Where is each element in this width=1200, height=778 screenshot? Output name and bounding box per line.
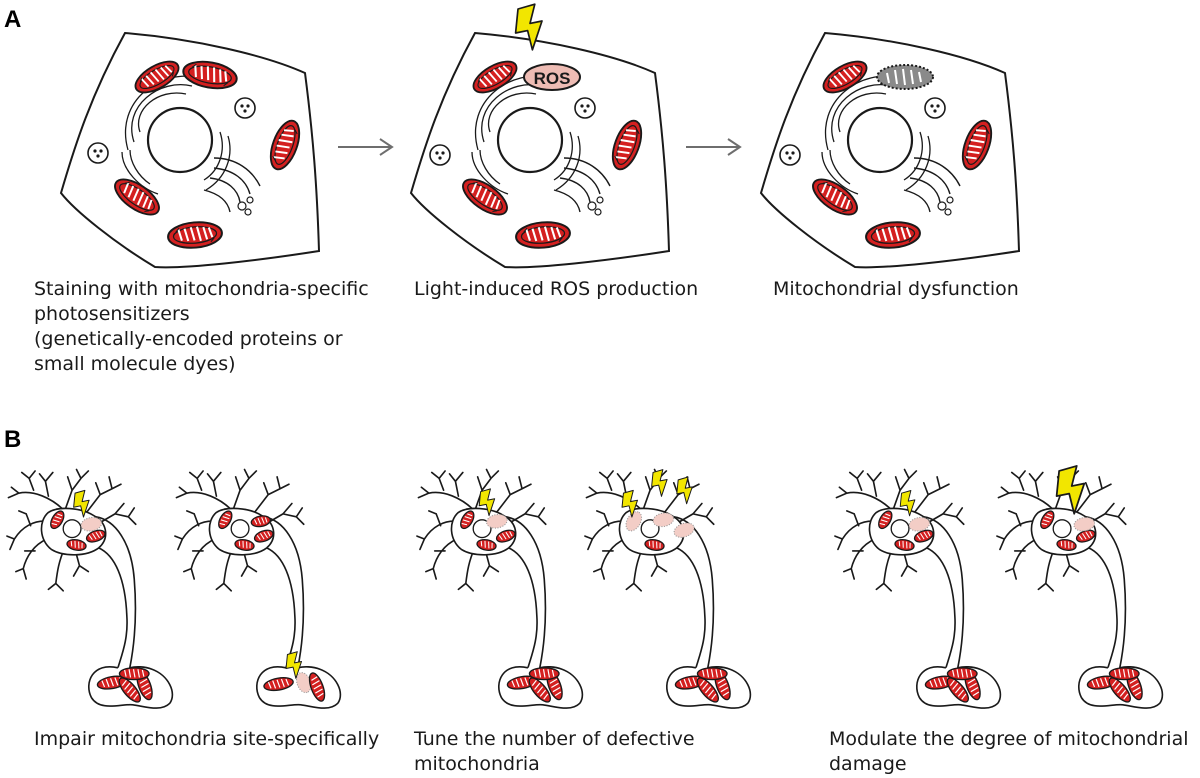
- panel-b-label: B: [4, 426, 22, 453]
- caption-line: photosensitizers: [34, 303, 190, 325]
- caption-line: (genetically-encoded proteins or: [34, 328, 343, 350]
- step-2-caption: Light-induced ROS production: [414, 277, 698, 302]
- caption-line: Light-induced ROS production: [414, 278, 699, 300]
- step-1-caption: Staining with mitochondria-specific phot…: [34, 277, 369, 377]
- cell-diagram-ros: ROS: [409, 3, 671, 269]
- arrow-right-icon: [686, 138, 742, 156]
- panel-b-caption-3: Modulate the degree of mitochondrial dam…: [829, 727, 1189, 777]
- panel-a-label: A: [4, 6, 22, 33]
- caption-line: Modulate the degree of mitochondrial: [829, 728, 1189, 750]
- neuron-pair-site-specific: [6, 468, 342, 709]
- panel-b-caption-2: Tune the number of defective mitochondri…: [414, 727, 695, 777]
- step-3-caption: Mitochondrial dysfunction: [773, 277, 1019, 302]
- cell-diagram-stained: [59, 31, 321, 269]
- caption-line: Mitochondrial dysfunction: [773, 278, 1019, 300]
- neuron-pair-degree: [834, 465, 1164, 709]
- caption-line: small molecule dyes): [34, 353, 236, 375]
- neuron-pair-number: [416, 468, 752, 709]
- ros-mitochondrion: ROS: [523, 63, 581, 91]
- cell-diagram-dysfunction: [759, 31, 1021, 269]
- panel-b-caption-1: Impair mitochondria site-specifically: [34, 727, 379, 752]
- caption-line: Staining with mitochondria-specific: [34, 278, 369, 300]
- caption-line: Tune the number of defective: [414, 728, 695, 750]
- caption-line: Impair mitochondria site-specifically: [34, 728, 380, 750]
- damaged-mitochondrion: [876, 64, 934, 90]
- caption-line: damage: [829, 753, 907, 775]
- arrow-right-icon: [338, 138, 394, 156]
- caption-line: mitochondria: [414, 753, 540, 775]
- ros-label: ROS: [534, 69, 571, 88]
